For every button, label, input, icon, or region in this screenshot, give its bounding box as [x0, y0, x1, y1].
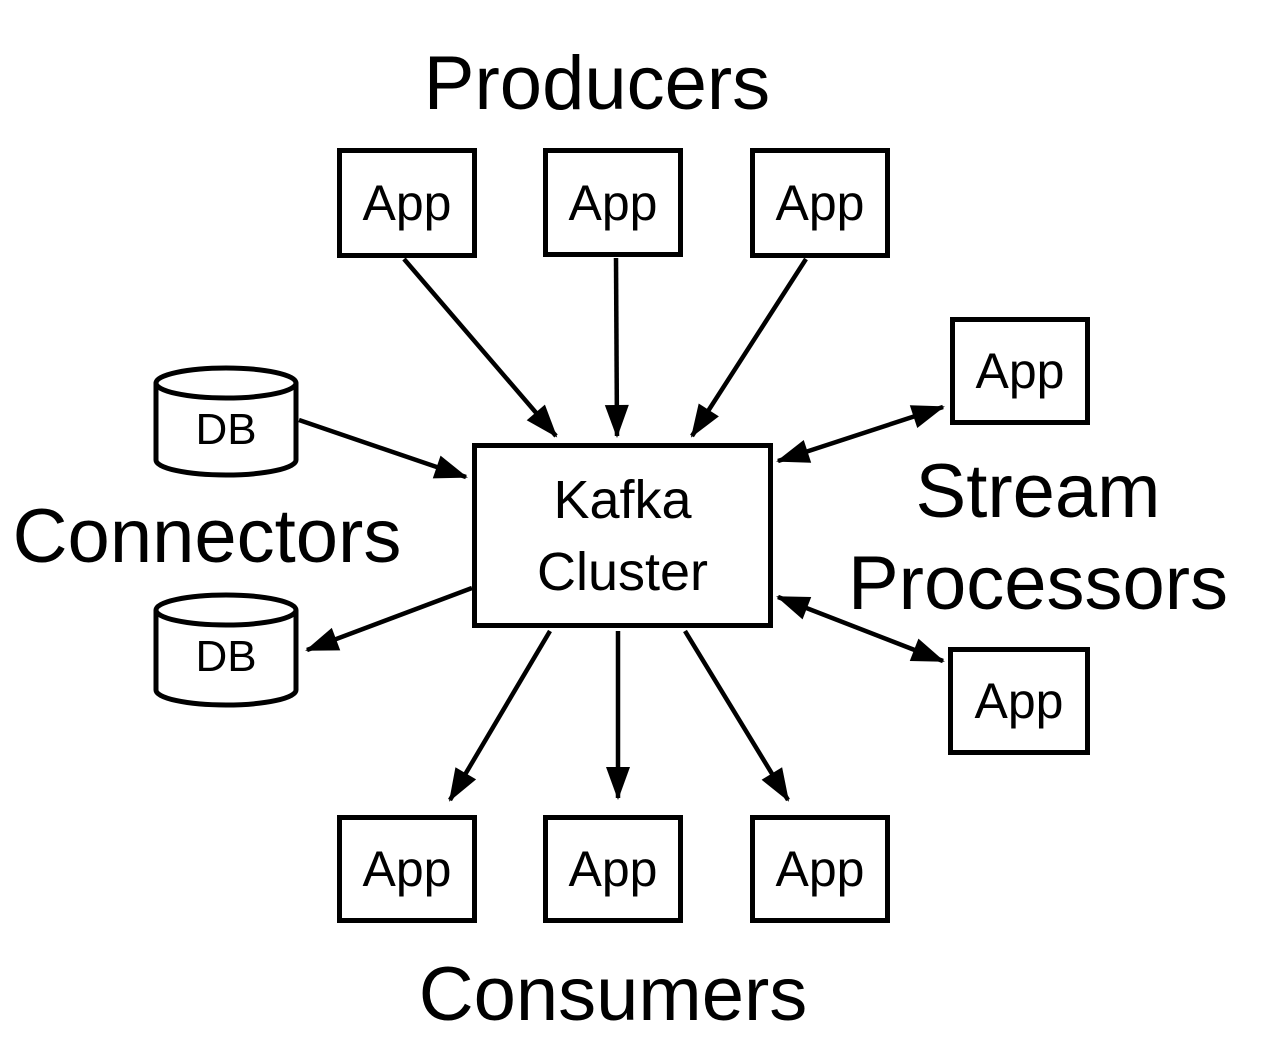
producer-app-box-2: App	[543, 148, 683, 257]
edge-producer-3	[690, 257, 808, 438]
kafka-cluster-box: Kafka Cluster	[472, 443, 773, 628]
connectors-label: Connectors	[12, 494, 402, 579]
producer-app-box-3: App	[750, 148, 890, 258]
edge-stream-2	[776, 594, 945, 664]
edge-source-db	[298, 417, 468, 480]
consumer-app-box-1: App	[337, 815, 477, 923]
db-cylinder-icon-sink	[153, 592, 299, 708]
consumers-label: Consumers	[418, 952, 808, 1037]
stream-processors-label: Stream Processors	[847, 449, 1229, 626]
stream-processor-app-box-1: App	[950, 317, 1090, 425]
sink-db-label: DB	[195, 632, 257, 681]
producers-label: Producers	[423, 41, 771, 126]
db-cylinder-icon-source	[153, 365, 299, 478]
edge-consumer-1	[448, 629, 552, 802]
consumer-app-box-3: App	[750, 815, 890, 923]
consumer-app-box-2: App	[543, 815, 683, 923]
producer-app-box-1: App	[337, 148, 477, 258]
edge-consumer-3	[683, 629, 790, 802]
source-db-label: DB	[195, 405, 257, 454]
edge-stream-1	[776, 404, 945, 464]
edge-sink-db	[305, 585, 473, 653]
edge-producer-2	[604, 257, 629, 438]
edge-producer-1	[402, 257, 558, 438]
stream-processor-app-box-2: App	[948, 647, 1090, 755]
